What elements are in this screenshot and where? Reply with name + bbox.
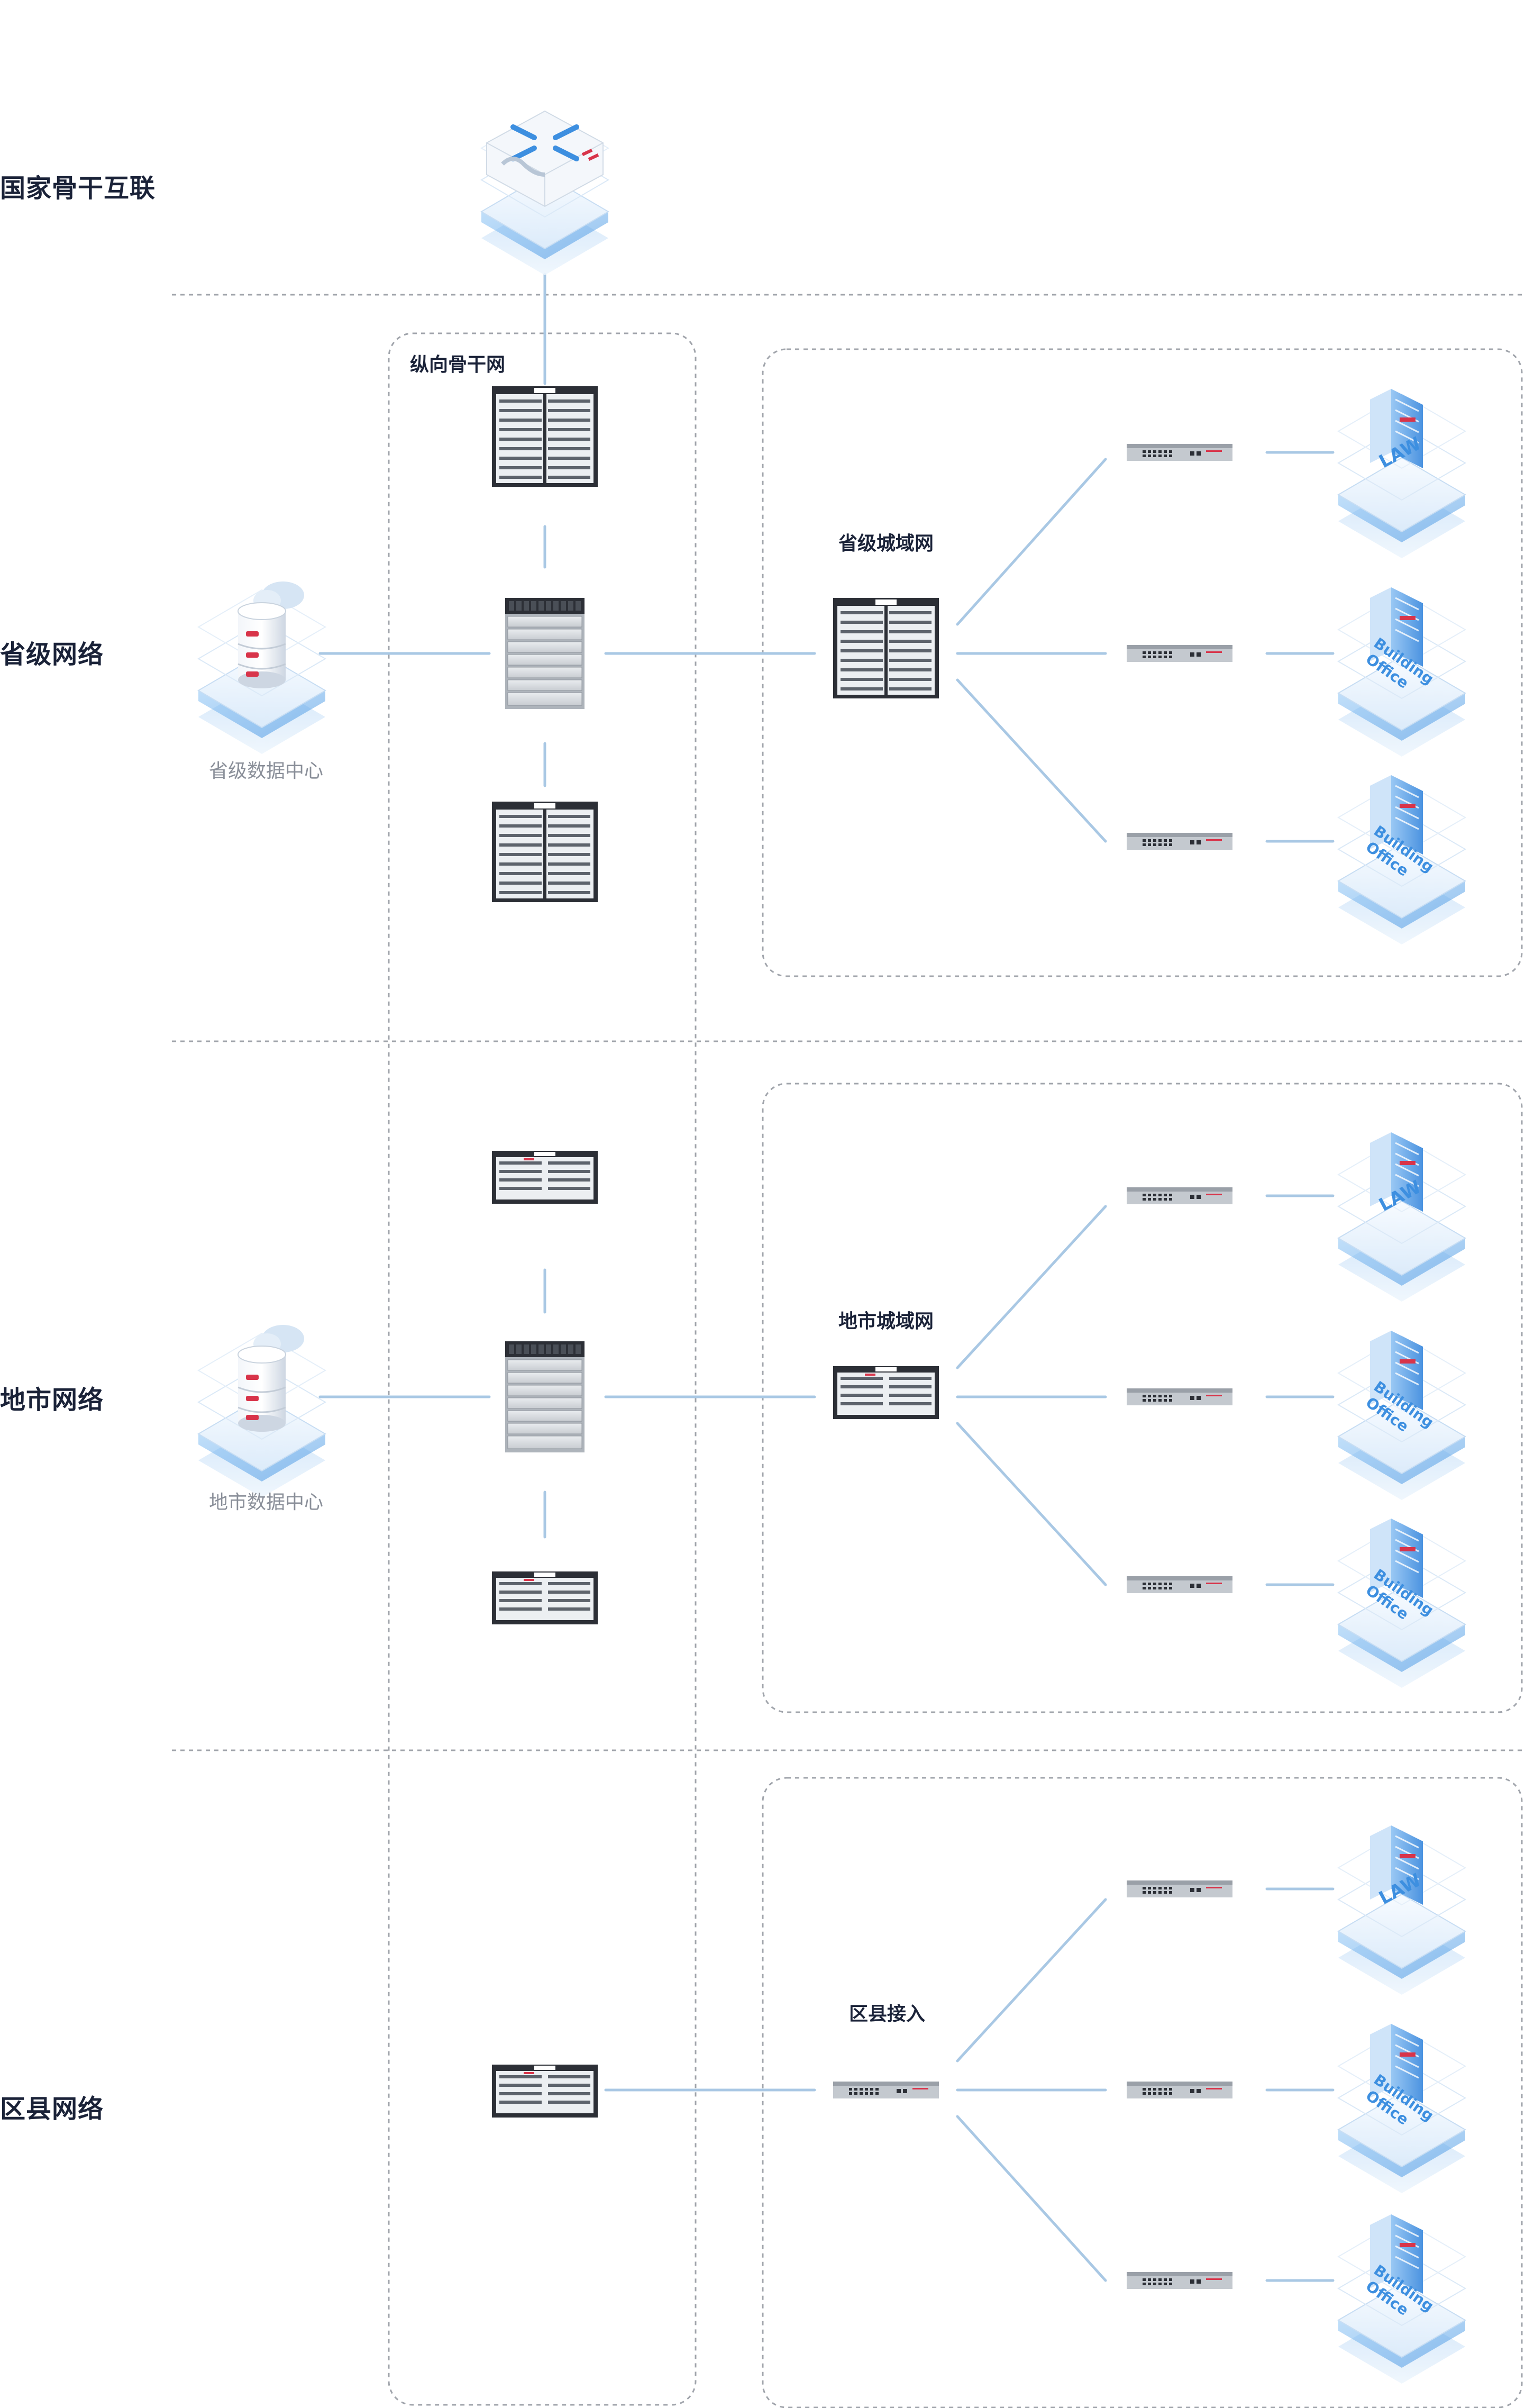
tier-label-county: 区县网络 [0,2094,104,2124]
tier-separators [172,294,1525,1751]
provincial-backbone-rack-top-icon [492,386,598,487]
office-building-icon: Building Office [1338,1519,1465,1688]
county-access-box [762,1777,1523,2408]
city-core-switch-icon [505,1341,585,1453]
city-backbone-rack-top-icon [492,1151,598,1204]
city-metro-label: 地市城域网 [838,1311,934,1332]
provincial-core-switch-icon [505,597,585,710]
office-building-icon: Building Office [1338,2024,1465,2193]
office-building-icon: Building Office [1338,1331,1465,1500]
provincial-metro-box [762,348,1523,977]
tier-label-provincial: 省级网络 [0,640,104,669]
access-switch-icon [1127,833,1232,850]
law-building-icon: LAW [1338,1132,1465,1302]
provincial-metro-rack-icon [833,598,939,698]
access-switch-icon [1127,1388,1232,1405]
vertical-backbone-label: 纵向骨干网 [410,354,506,376]
provincial-cloud-database-icon [198,581,325,754]
city-backbone-rack-bottom-icon [492,1571,598,1624]
access-switch-icon [1127,1187,1232,1204]
city-datacenter-label: 地市数据中心 [209,1492,324,1513]
office-building-icon: Building Office [1338,587,1465,757]
county-access-label: 区县接入 [849,2003,926,2025]
office-building-icon: Building Office [1338,2214,1465,2384]
tier-label-city: 地市网络 [0,1385,104,1415]
national-core-router-icon [481,111,608,275]
provincial-metro-label: 省级城域网 [838,533,934,555]
city-metro-rack-icon [833,1366,939,1419]
city-cloud-database-icon [198,1325,325,1497]
access-switch-icon [1127,1576,1232,1593]
access-switch-icon [1127,1880,1232,1897]
access-switch-icon [1127,2082,1232,2098]
law-building-icon: LAW [1338,389,1465,558]
law-building-icon: LAW [1338,1825,1465,1995]
tier-label-national: 国家骨干互联 [0,174,156,203]
access-switch-icon [1127,645,1232,662]
provincial-backbone-rack-bottom-icon [492,802,598,902]
access-switch-icon [1127,444,1232,461]
county-backbone-rack-icon [492,2065,598,2118]
provincial-datacenter-label: 省级数据中心 [209,760,324,782]
access-switch-icon [1127,2272,1232,2289]
vertical-backbone-box [388,332,697,2406]
county-access-switch-icon [833,2082,939,2098]
connection-lines [318,272,1335,2282]
office-building-icon: Building Office [1338,775,1465,944]
